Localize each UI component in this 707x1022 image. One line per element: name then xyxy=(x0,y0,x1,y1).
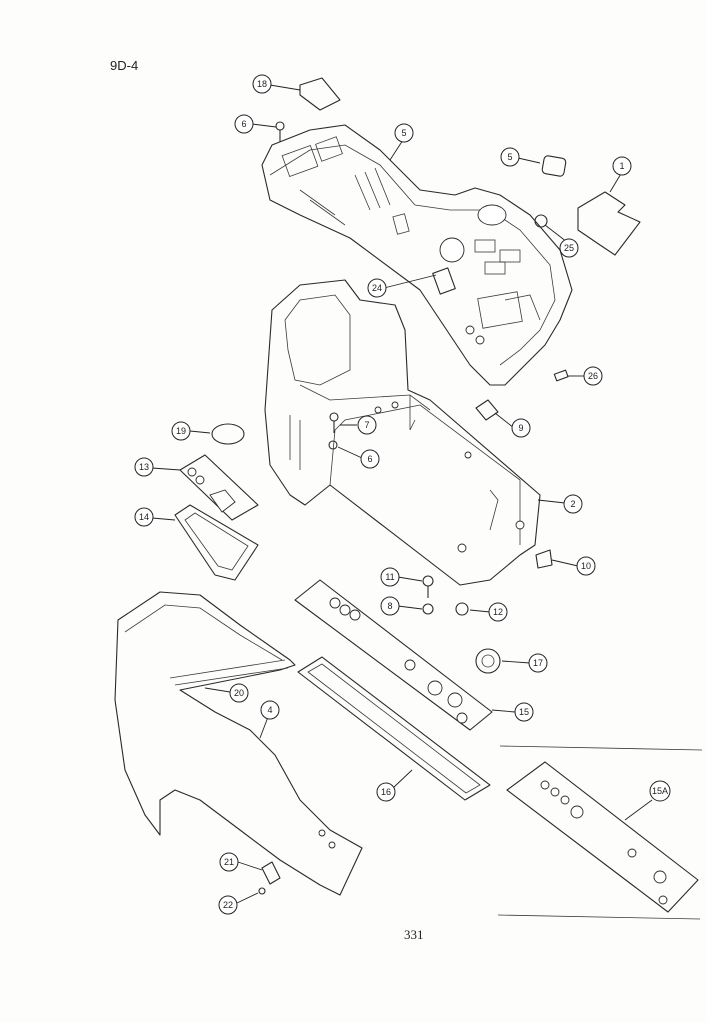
svg-text:13: 13 xyxy=(139,462,149,472)
callout-8: 8 xyxy=(380,596,400,616)
svg-text:1: 1 xyxy=(619,161,624,171)
part-10-clip xyxy=(535,549,553,569)
callout-11: 11 xyxy=(380,567,400,587)
svg-text:22: 22 xyxy=(223,900,233,910)
page-label: 9D-4 xyxy=(110,58,139,73)
callout-26: 26 xyxy=(583,366,603,386)
part-11-screw xyxy=(422,575,434,598)
callout-5: 5 xyxy=(500,147,520,167)
leader-lines xyxy=(151,84,653,904)
part-3-lower-cover xyxy=(114,591,363,896)
callout-6-top: 6 xyxy=(234,114,254,134)
callout-15: 15 xyxy=(514,702,534,722)
svg-text:6: 6 xyxy=(241,119,246,129)
callout-1: 1 xyxy=(612,156,632,176)
callout-17: 17 xyxy=(528,653,548,673)
callout-22: 22 xyxy=(218,895,238,915)
svg-text:15: 15 xyxy=(519,707,529,717)
part-17-knob xyxy=(475,648,501,674)
svg-text:14: 14 xyxy=(139,512,149,522)
callout-4: 5 xyxy=(394,123,414,143)
callout-16: 16 xyxy=(376,782,396,802)
callout-15a: 15A xyxy=(649,780,671,802)
part-14-gasket xyxy=(174,504,259,581)
callout-6-mid: 6 xyxy=(360,449,380,469)
part-15-plate xyxy=(294,579,493,731)
part-12-nut xyxy=(455,602,469,616)
svg-text:24: 24 xyxy=(372,283,382,293)
callout-12: 12 xyxy=(488,602,508,622)
part-16-gasket xyxy=(297,656,491,801)
callout-25: 25 xyxy=(559,238,579,258)
svg-text:26: 26 xyxy=(588,371,598,381)
callout-9: 9 xyxy=(511,418,531,438)
part-25-plug xyxy=(534,214,548,228)
part-6-washer-mid xyxy=(328,440,338,450)
svg-text:8: 8 xyxy=(387,601,392,611)
part-9-clip xyxy=(475,399,499,421)
svg-text:12: 12 xyxy=(493,607,503,617)
svg-text:19: 19 xyxy=(176,426,186,436)
callout-10: 10 xyxy=(576,556,596,576)
part-19-grommet xyxy=(211,423,245,445)
callout-18: 18 xyxy=(252,74,272,94)
svg-text:2: 2 xyxy=(570,499,575,509)
svg-text:18: 18 xyxy=(257,79,267,89)
part-24-switch xyxy=(432,267,456,295)
svg-text:10: 10 xyxy=(581,561,591,571)
part-15a-plate xyxy=(497,745,703,920)
callout-24: 24 xyxy=(367,278,387,298)
part-8-washer xyxy=(422,603,434,615)
part-5-knob xyxy=(541,155,567,177)
part-7-screw xyxy=(329,412,339,433)
svg-text:16: 16 xyxy=(381,787,391,797)
callout-13: 13 xyxy=(134,457,154,477)
callout-21: 21 xyxy=(219,852,239,872)
svg-text:5: 5 xyxy=(507,152,512,162)
svg-text:4: 4 xyxy=(267,705,272,715)
part-22-screw xyxy=(258,887,266,895)
callout-2: 2 xyxy=(563,494,583,514)
callout-3: 4 xyxy=(260,700,280,720)
callout-19: 19 xyxy=(171,421,191,441)
callout-14: 14 xyxy=(134,507,154,527)
part-6-screw-top xyxy=(275,121,285,142)
part-26-pin xyxy=(553,369,569,382)
part-2-frame xyxy=(264,279,541,586)
callout-20: 20 xyxy=(229,683,249,703)
svg-text:17: 17 xyxy=(533,658,543,668)
part-18-cover xyxy=(299,77,341,111)
svg-text:20: 20 xyxy=(234,688,244,698)
svg-text:9: 9 xyxy=(518,423,523,433)
svg-text:25: 25 xyxy=(564,243,574,253)
callout-7: 7 xyxy=(357,415,377,435)
part-4-top-panel xyxy=(261,124,573,386)
part-13-plate xyxy=(179,454,259,521)
svg-text:15A: 15A xyxy=(652,786,668,796)
svg-text:6: 6 xyxy=(367,454,372,464)
part-21-clip xyxy=(261,861,281,885)
svg-text:21: 21 xyxy=(224,857,234,867)
svg-text:5: 5 xyxy=(401,128,406,138)
svg-text:11: 11 xyxy=(385,572,394,582)
svg-text:7: 7 xyxy=(364,420,369,430)
part-1-plate xyxy=(577,191,641,256)
page-number: 331 xyxy=(404,927,424,942)
